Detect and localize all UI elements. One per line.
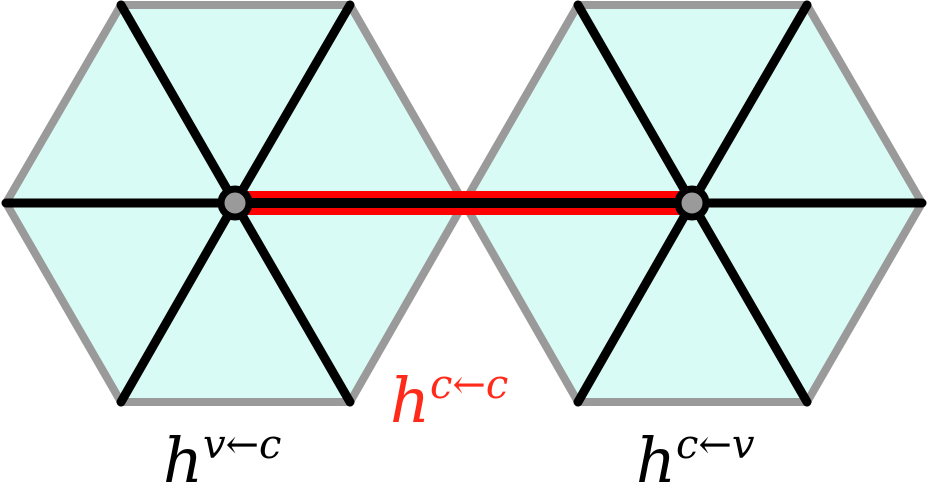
left-spoke-top-right xyxy=(230,0,355,208)
label-left-base: h xyxy=(163,424,203,497)
left-spoke-top-left xyxy=(116,0,240,208)
right-spoke-top-right xyxy=(687,0,812,208)
label-right-base: h xyxy=(636,424,676,497)
right-spoke-top-left xyxy=(573,0,697,208)
label-left-sup: v←c xyxy=(203,422,282,468)
right-center-node xyxy=(674,185,710,221)
right-spoke-bottom-right xyxy=(687,198,812,407)
label-middle-base: h xyxy=(390,364,430,437)
label-middle: hc←c xyxy=(390,362,508,437)
right-spoke-bottom-left xyxy=(573,198,697,407)
left-center-node xyxy=(217,185,253,221)
label-right-sup: c←v xyxy=(676,422,755,468)
label-right: hc←v xyxy=(636,422,755,497)
left-spoke-bottom-right xyxy=(230,198,355,407)
label-left: hv←c xyxy=(163,422,281,497)
label-middle-sup: c←c xyxy=(430,362,508,408)
left-spoke-bottom-left xyxy=(116,198,240,407)
